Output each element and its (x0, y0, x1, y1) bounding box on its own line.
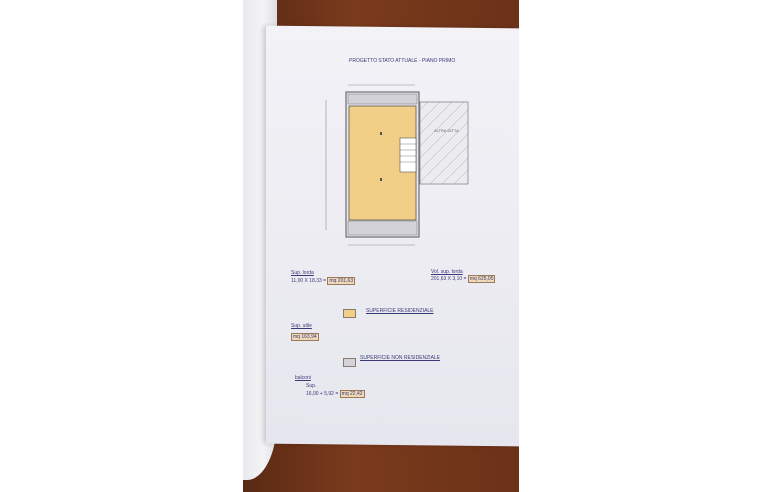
plan-title: PROGETTO STATO ATTUALE - PIANO PRIMO (349, 58, 456, 64)
sup-utile-box: mq 163,94 (291, 333, 319, 341)
residential-swatch (343, 309, 356, 318)
legend-non-residential: SUPERFICIE NON RESIDENZIALE (360, 355, 441, 361)
vol-lorda-calc: 201,63 X 3,10 = mq 625,05 (431, 275, 496, 283)
non-residential-swatch (343, 358, 356, 367)
sup-lorda-value: mq 201,63 (327, 277, 356, 285)
legend-residential: SUPERFICIE RESIDENZIALE (366, 308, 434, 314)
vol-lorda-value: mq 625,05 (467, 275, 496, 283)
sup-lorda-label: Sup. lorda (291, 270, 314, 276)
sup-utile-label: Sup. utile (291, 323, 312, 329)
balconi-calc: 16,00 + 5,92 = mq 22,42 (306, 390, 365, 398)
floor-plan-drawing (325, 84, 469, 246)
balconi-label: balconi (295, 375, 311, 381)
balconi-sup-label: Sup. (306, 383, 317, 389)
vol-lorda-label: Vol. sup. lorda (431, 269, 463, 275)
sup-utile-value: mq 163,94 (291, 333, 319, 341)
balconi-value: mq 22,42 (339, 390, 365, 398)
neighbour-label: ALTRA DITTA (434, 128, 459, 133)
sup-lorda-calc: 11,00 X 18,33 = mq 201,63 (291, 277, 356, 285)
